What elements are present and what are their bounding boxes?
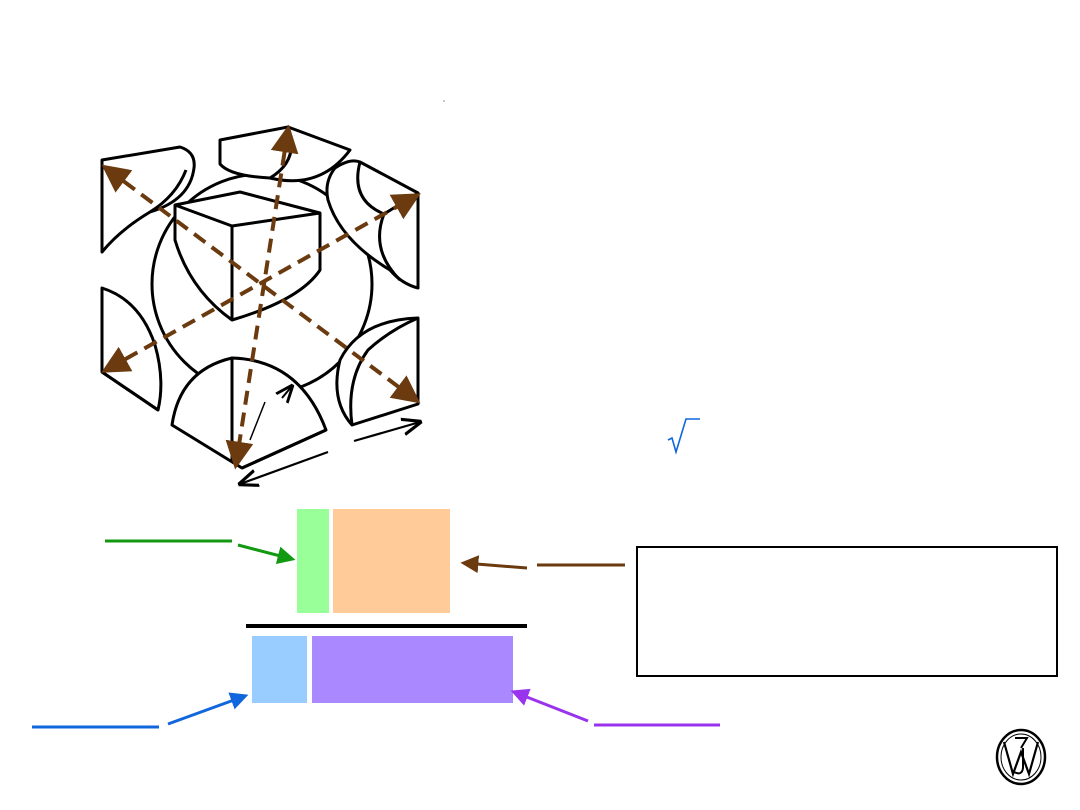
denominator-left-box	[252, 636, 307, 703]
diagonal-arrow-3	[225, 124, 299, 470]
brown-callout	[460, 555, 625, 574]
numerator-left-box	[297, 509, 329, 613]
wiley-logo-icon	[995, 728, 1047, 786]
green-callout-arrow	[237, 543, 296, 565]
edge-length-arrows	[240, 422, 420, 484]
denominator-right-box	[312, 636, 513, 703]
edge-arrow-front	[240, 450, 329, 484]
purple-callout-arrow	[510, 688, 589, 723]
green-callout	[105, 539, 296, 565]
body-diagonal-arrows	[101, 124, 421, 470]
artifact-dot	[443, 100, 445, 102]
purple-callout	[510, 688, 720, 727]
brown-callout-arrow	[460, 555, 528, 574]
corner-atom-bottom-left	[100, 286, 163, 412]
edge-arrow-right	[353, 422, 420, 443]
bcc-unit-cell-icon	[100, 125, 420, 470]
definition-text-box	[636, 546, 1058, 677]
blue-callout	[32, 692, 249, 729]
numerator-right-box	[333, 509, 450, 613]
square-root-symbol-icon	[667, 418, 700, 455]
blue-callout-arrow	[167, 692, 249, 726]
